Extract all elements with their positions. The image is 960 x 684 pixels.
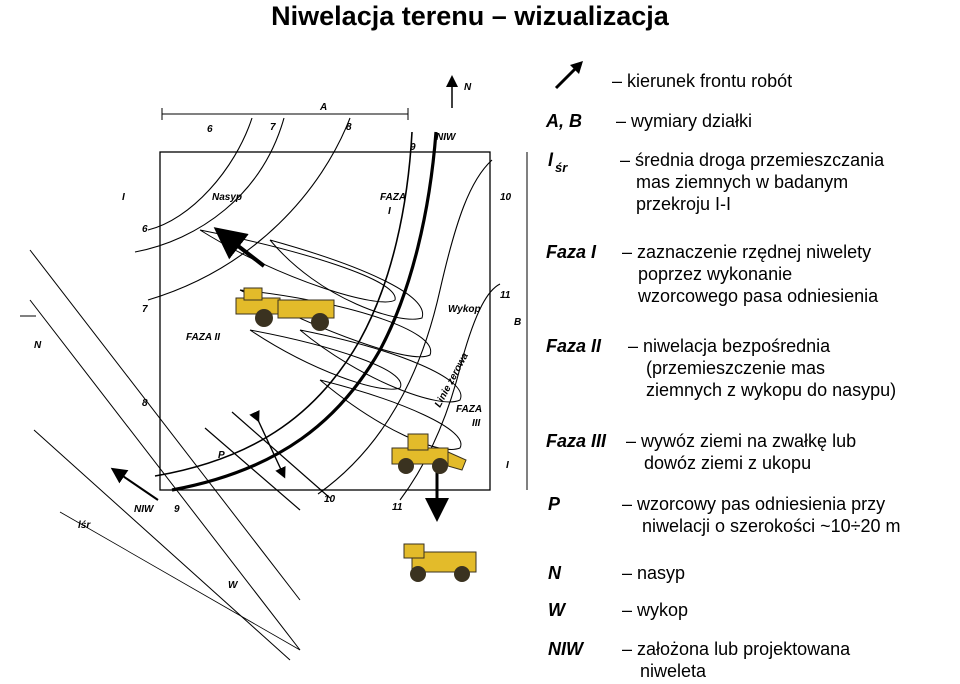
front-direction-arrow-icon [554,61,583,90]
lsr-label: lśr [78,520,91,531]
legend-ab-key: A, B [546,111,582,131]
parcel-outline [159,151,491,491]
legend-arrow-desc: – kierunek frontu robót [612,71,793,91]
legend-faza1-desc: – zaznaczenie rzędnej niwelety poprzez w… [622,242,879,306]
legend-p-key: P [548,494,561,514]
phase-i-direction-arrow [213,227,266,268]
legend-lsr-desc: – średnia droga przemieszczania mas ziem… [620,150,885,214]
legend-ab-desc: – wymiary działki [616,111,753,131]
bottom-number-10: 10 [324,494,336,505]
n-label: N [34,340,42,351]
legend-w-key: W [548,600,565,620]
p-label: P [218,450,225,461]
legend-w-desc: – wykop [622,600,689,620]
wykop-label: Wykop [448,304,481,315]
faza-i-label-line2: I [388,206,391,217]
dim-a-label: A [319,102,327,113]
legend-faza3-key: Faza III [546,431,607,451]
terrain-diagram: N A B Linie zerowa P [20,75,528,661]
legend-faza1-key: Faza I [546,242,597,262]
left-number-7: 7 [142,304,148,315]
bottom-number-9: 9 [174,504,180,515]
faza-ii-label: FAZA II [186,332,220,343]
faza-iii-label-line1: FAZA [456,404,482,415]
faza-iii-label-line2: III [472,418,481,429]
left-number-6: 6 [142,224,148,235]
dump-truck-icon [403,543,477,582]
legend-faza2-key: Faza II [546,336,602,356]
top-number-8: 8 [346,122,352,133]
dim-b-label: B [514,317,521,328]
reference-band-p [204,410,331,511]
legend-n-key: N [548,563,561,583]
bottom-number-11: 11 [392,502,403,513]
right-number-10: 10 [500,192,512,203]
legend-p-desc: – wzorcowy pas odniesienia przy niwelacj… [622,494,901,536]
section-i-label-top: I [122,192,125,203]
left-number-8: 8 [142,398,148,409]
nasyp-label: Nasyp [212,192,242,203]
right-number-11: 11 [500,290,511,301]
top-number-6: 6 [207,124,213,135]
w-label: W [228,580,239,591]
legend-niw-key: NIW [548,639,583,659]
lsr-arrow [110,467,159,501]
faza-i-label-line1: FAZA [380,192,406,203]
legend-n-desc: – nasyp [622,563,686,583]
legend-faza2-desc: – niwelacja bezpośrednia (przemieszczeni… [628,336,897,400]
section-i-label-bottom: I [506,460,509,471]
wheel-loader-icon [391,433,467,474]
top-number-7: 7 [270,122,276,133]
legend-niw-desc: – założona lub projektowana niweleta [622,639,851,681]
top-number-9: 9 [410,142,416,153]
north-label: N [464,82,472,93]
section-grid [20,249,301,661]
scraper-icon [235,287,335,331]
niw-label-bottom: NIW [134,504,155,515]
legend-faza3-desc: – wywóz ziemi na zwałkę lub dowóz ziemi … [626,431,857,473]
niw-label-top: NIW [436,132,457,143]
page-title: Niwelacja terenu – wizualizacja [271,1,669,31]
